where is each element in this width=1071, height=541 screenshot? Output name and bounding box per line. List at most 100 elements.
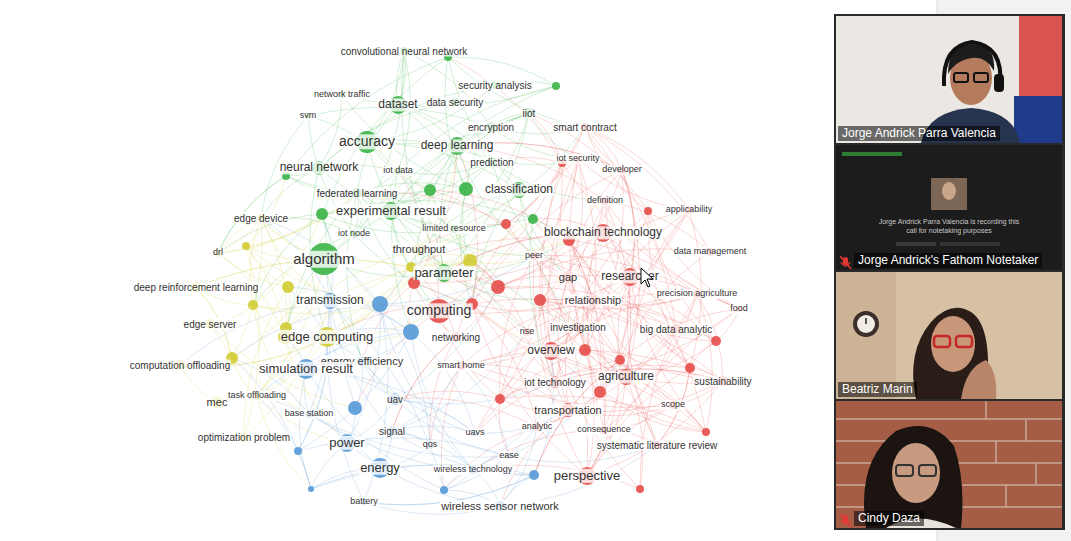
keyword-label: uav (386, 394, 404, 405)
recording-notice: Jorge Andrick Parra Valencia is recordin… (874, 217, 1024, 235)
keyword-label: neural network (279, 161, 360, 174)
video-tile: Jorge Andrick Parra Valencia is recordin… (836, 145, 1062, 270)
keyword-label: throughput (392, 243, 447, 255)
keyword-label: networking (431, 332, 481, 343)
co-occurrence-link (690, 341, 716, 368)
co-occurrence-link (311, 465, 534, 489)
keyword-label: consequence (576, 425, 632, 435)
keyword-label: iot data (382, 166, 414, 176)
co-occurrence-link (568, 159, 583, 277)
co-occurrence-link (306, 369, 475, 433)
keyword-label: wireless technology (433, 465, 514, 475)
co-occurrence-link (622, 170, 635, 277)
keyword-circle (528, 214, 538, 224)
keyword-label: battery (349, 497, 379, 507)
keyword-label: deep learning (420, 139, 495, 152)
co-occurrence-link (257, 267, 411, 396)
co-occurrence-link (355, 361, 363, 408)
participant-name: Cindy Daza (854, 511, 924, 526)
video-tile: Beatriz Marin (836, 272, 1062, 399)
co-occurrence-link (475, 350, 585, 433)
keyword-label: simulation result (258, 362, 354, 376)
keyword-circle (440, 486, 448, 494)
co-occurrence-link (398, 86, 556, 171)
co-occurrence-link (506, 127, 585, 224)
co-occurrence-link (657, 368, 690, 445)
co-occurrence-link (622, 170, 635, 277)
co-occurrence-link (500, 365, 690, 399)
co-occurrence-link (395, 391, 500, 399)
co-occurrence-link (322, 201, 533, 219)
co-occurrence-link (411, 332, 475, 433)
co-occurrence-link (395, 287, 498, 399)
keyword-label: qos (422, 440, 439, 450)
link-group (180, 51, 739, 514)
keyword-label: transmission (295, 294, 364, 307)
keyword-label: dataset (377, 98, 418, 111)
keyword-label: network traffic (313, 90, 371, 100)
co-occurrence-link (319, 95, 342, 168)
co-occurrence-link (499, 399, 509, 456)
keyword-label: applicability (665, 205, 714, 215)
keyword-label: drl (212, 248, 224, 258)
co-occurrence-link (568, 210, 689, 277)
keyword-circle (491, 280, 505, 294)
co-occurrence-link (398, 105, 492, 162)
keyword-label: edge computing (280, 330, 375, 344)
keyword-label: smart contract (552, 122, 617, 133)
video-frame (836, 145, 1062, 270)
keyword-circle (529, 470, 539, 480)
co-occurrence-link (444, 427, 537, 490)
keyword-circle (594, 386, 606, 398)
keyword-circle (702, 428, 710, 436)
keyword-label: iot technology (523, 377, 587, 388)
keyword-label: overview (526, 344, 575, 357)
keyword-label: classification (484, 183, 554, 196)
keyword-label: agriculture (597, 370, 655, 383)
mic-off-icon (840, 256, 851, 269)
co-occurrence-link (419, 190, 519, 249)
co-occurrence-link (309, 414, 534, 475)
keyword-label: developer (601, 165, 643, 175)
keyword-label: power (328, 436, 365, 450)
keyword-label: parameter (413, 266, 474, 280)
co-occurrence-link (298, 332, 411, 451)
co-occurrence-link (246, 176, 286, 246)
keyword-circle (459, 182, 473, 196)
co-occurrence-link (392, 431, 534, 475)
keyword-label: wireless sensor network (440, 500, 559, 512)
keyword-circle (372, 296, 388, 312)
keyword-label: definition (586, 196, 624, 206)
co-occurrence-link (578, 327, 594, 476)
keyword-circle (501, 219, 511, 229)
co-occurrence-link (286, 57, 448, 176)
keyword-label: energy (359, 461, 401, 475)
keyword-circle (636, 485, 644, 493)
keyword-circle (424, 184, 436, 196)
keyword-label: data management (673, 247, 748, 257)
keyword-label: computation offloading (129, 360, 231, 371)
keyword-label: iot security (555, 154, 600, 164)
keyword-label: researcher (600, 270, 659, 283)
keyword-circle (242, 242, 250, 250)
keyword-label: blockchain technology (543, 226, 663, 239)
co-occurrence-link (419, 190, 519, 249)
keyword-label: svm (299, 111, 318, 121)
co-occurrence-link (285, 337, 347, 443)
mic-off-icon (840, 514, 851, 527)
keyword-label: analytic (521, 422, 554, 432)
keyword-label: convolutional neural network (340, 46, 469, 57)
co-occurrence-link (392, 332, 527, 431)
keyword-label: base station (284, 409, 335, 419)
video-frame (836, 401, 1062, 528)
keyword-label: big data analytic (639, 324, 713, 335)
keyword-label: iot node (337, 229, 371, 239)
keyword-label: gap (558, 271, 578, 283)
keyword-label: scope (660, 400, 686, 410)
keyword-label: signal (378, 426, 406, 437)
co-occurrence-link (657, 368, 690, 445)
co-occurrence-link (309, 414, 509, 457)
keyword-circle (282, 281, 294, 293)
keyword-label: optimization problem (197, 432, 291, 443)
co-occurrence-link (587, 368, 690, 476)
